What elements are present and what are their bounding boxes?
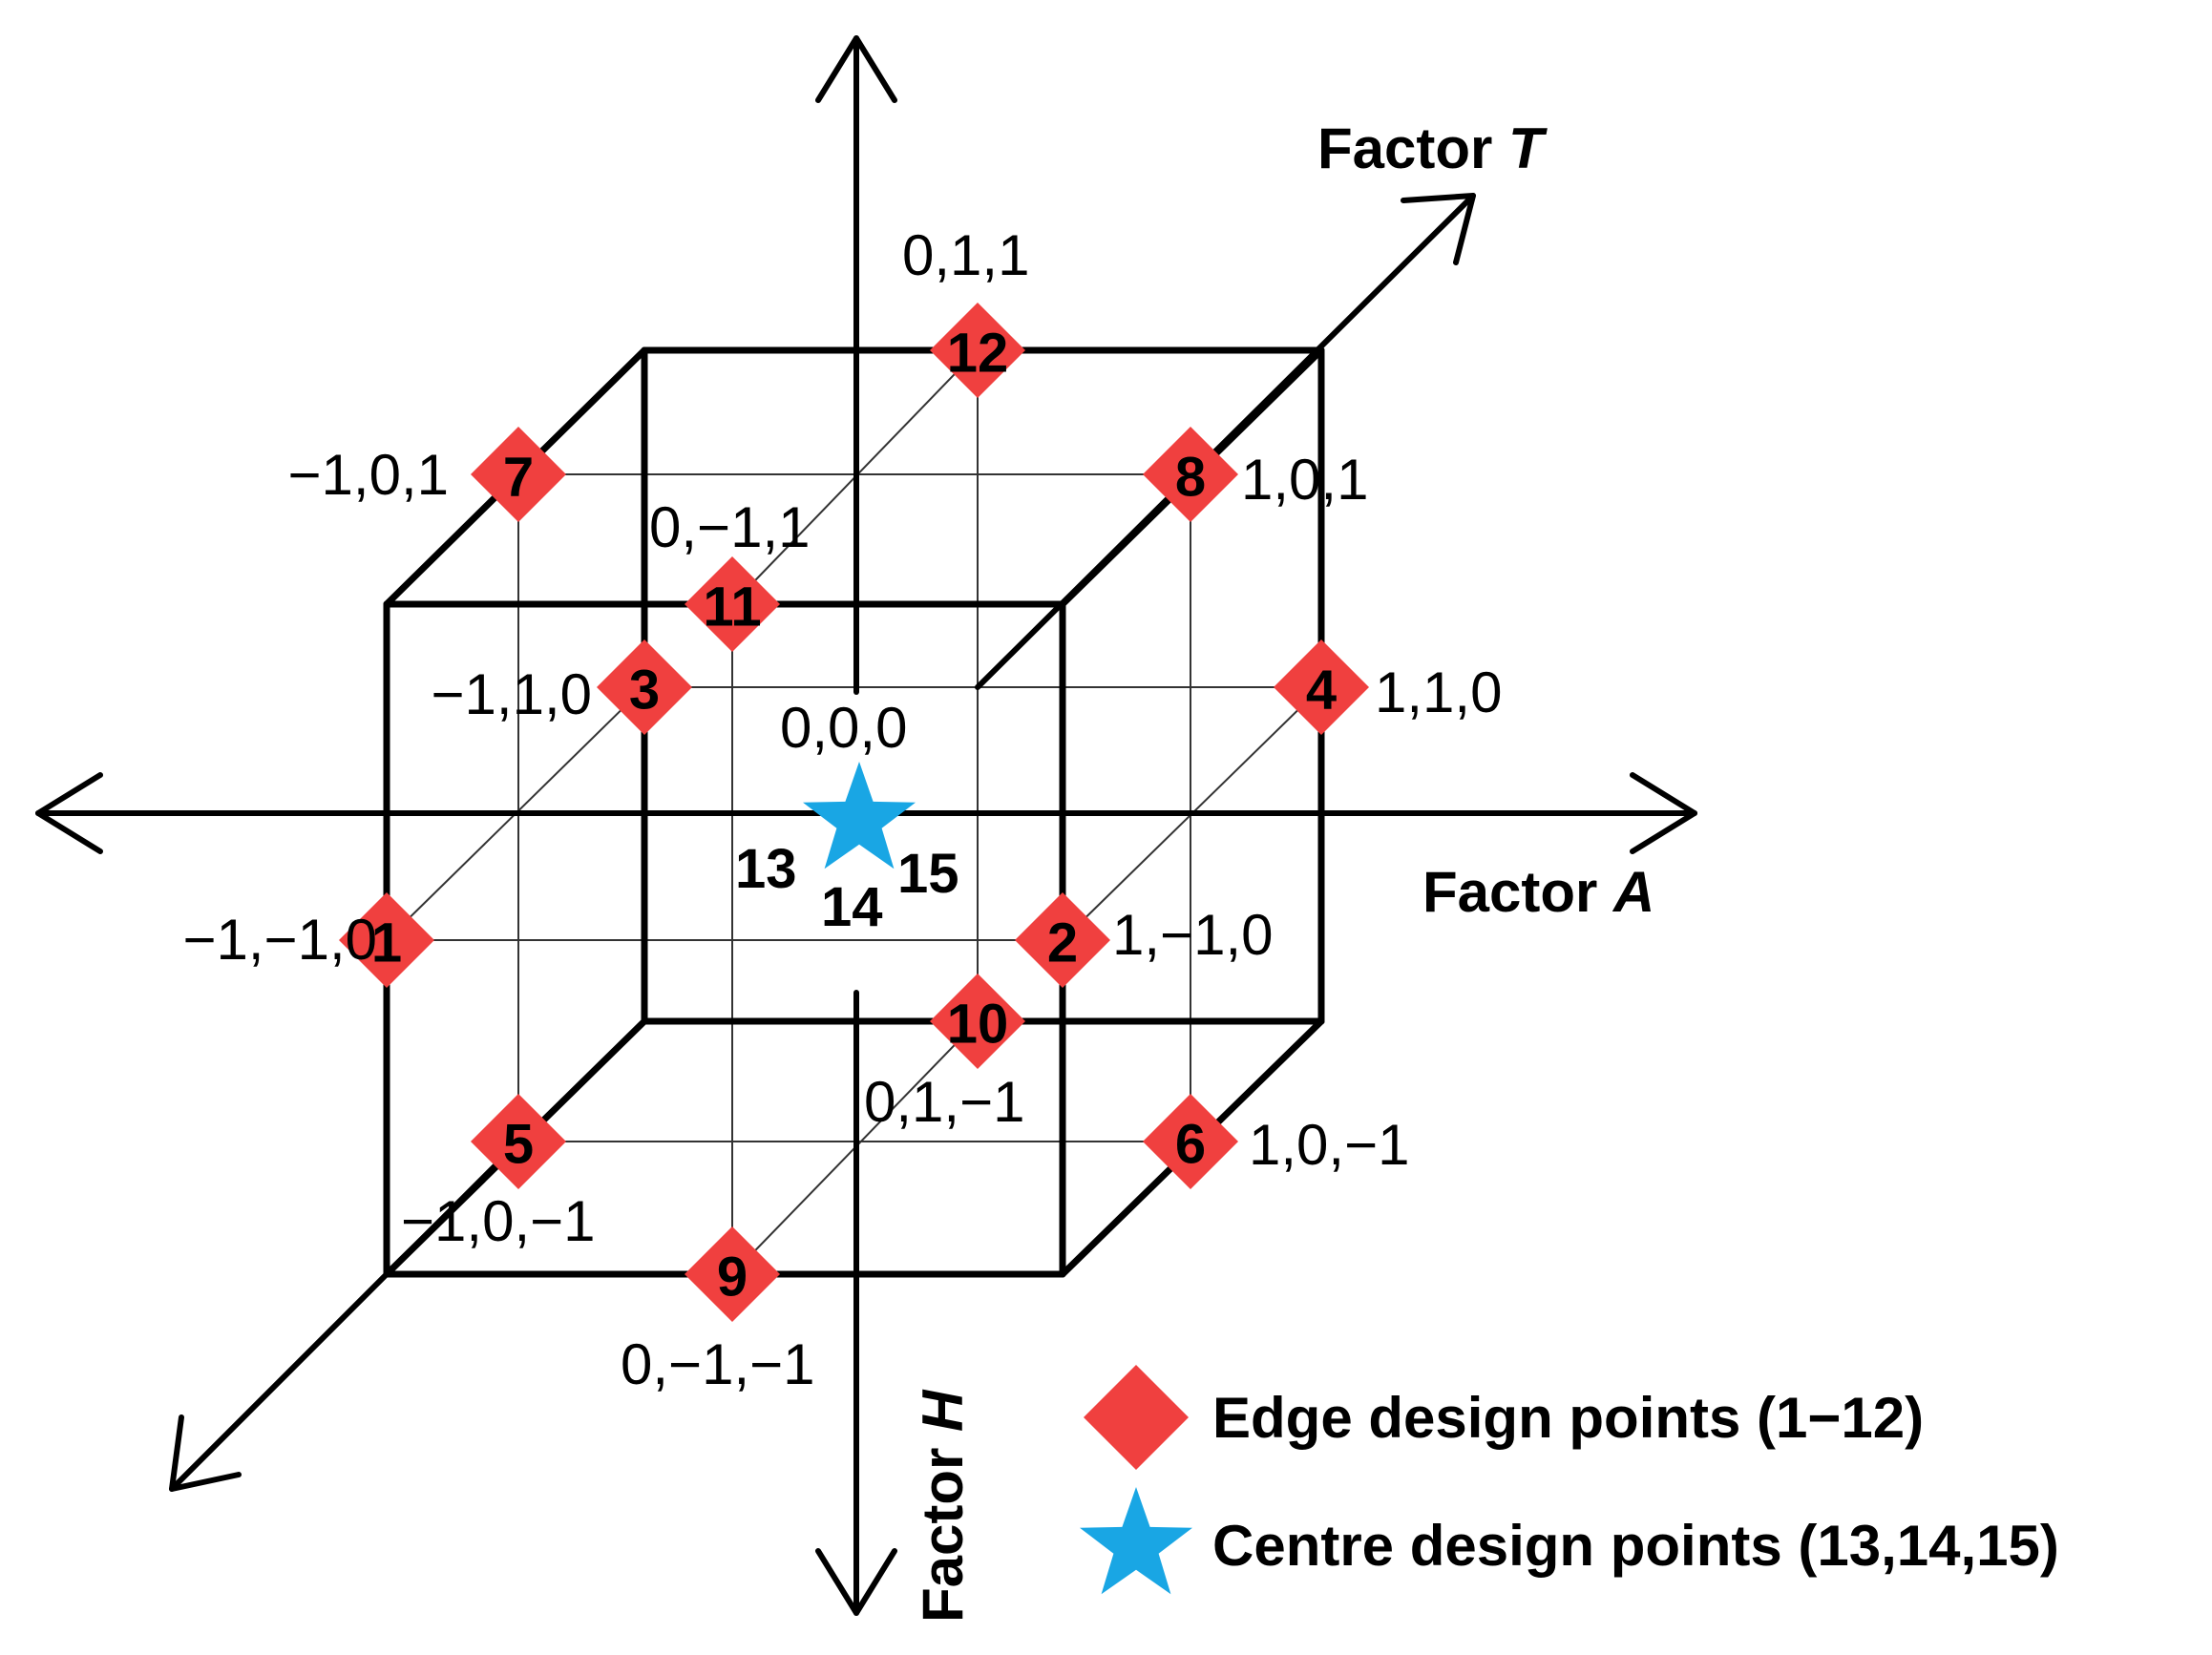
- diamond-marker-icon: [685, 556, 780, 652]
- edge-point-coord-label: −1,−1,0: [182, 908, 377, 972]
- diamond-marker-icon: [1143, 1094, 1238, 1189]
- edge-point-7: 7 −1,0,1: [288, 427, 566, 522]
- axis-label-h: Factor H: [911, 1389, 975, 1623]
- edge-point-number: 6: [1175, 1114, 1206, 1176]
- diamond-marker-icon: [339, 892, 434, 988]
- edge-point-3: 3 −1,1,0: [432, 639, 692, 735]
- centre-design-point: 0,0,0 13 14 15: [735, 696, 959, 938]
- edge-point-12: 12 0,1,1: [902, 223, 1029, 398]
- edge-point-coord-label: 0,1,−1: [864, 1070, 1025, 1134]
- edge-point-9: 9 0,−1,−1: [621, 1226, 815, 1396]
- edge-point-11: 11 0,−1,1: [649, 495, 811, 652]
- axis-label-a: Factor A: [1422, 860, 1654, 924]
- edge-point-coord-label: 0,−1,1: [649, 495, 811, 559]
- diamond-marker-icon: [1274, 639, 1369, 735]
- edge-point-5: 5 −1,0,−1: [401, 1094, 596, 1253]
- diamond-marker-icon: [1143, 427, 1238, 522]
- diamond-marker-icon: [930, 974, 1025, 1069]
- edge-point-number: 2: [1047, 912, 1078, 974]
- legend-centre-label: Centre design points (13,14,15): [1212, 1514, 2059, 1578]
- centre-point-num-13: 13: [735, 838, 797, 900]
- edge-point-coord-label: 0,1,1: [902, 223, 1029, 287]
- edge-point-coord-label: −1,0,−1: [401, 1189, 596, 1253]
- edge-point-8: 8 1,0,1: [1143, 427, 1368, 522]
- centre-legend-star-icon: [1080, 1487, 1192, 1595]
- centre-point-num-14: 14: [821, 876, 883, 938]
- edge-point-coord-label: 1,0,−1: [1249, 1113, 1410, 1177]
- axis-h: [815, 35, 897, 1616]
- edge-point-number: 3: [629, 660, 660, 722]
- centre-star-icon: [803, 762, 916, 869]
- diamond-marker-icon: [1015, 892, 1110, 988]
- edge-point-number: 4: [1306, 660, 1337, 722]
- edge-point-1: 1−1,−1,0: [182, 892, 434, 988]
- axis-label-t: Factor T: [1317, 116, 1548, 180]
- edge-point-number: 10: [947, 994, 1009, 1056]
- edge-point-number: 8: [1175, 447, 1206, 509]
- edge-point-4: 4 1,1,0: [1274, 639, 1502, 735]
- centre-coord-label: 0,0,0: [780, 696, 907, 760]
- centre-point-num-15: 15: [897, 843, 959, 905]
- edge-point-number: 9: [717, 1246, 748, 1309]
- edge-point-coord-label: −1,1,0: [432, 662, 593, 726]
- edge-point-coord-label: 1,−1,0: [1112, 903, 1274, 967]
- edge-point-2: 2 1,−1,0: [1015, 892, 1274, 988]
- edge-point-number: 1: [371, 912, 402, 974]
- edge-point-coord-label: 1,1,0: [1375, 660, 1502, 724]
- diamond-marker-icon: [930, 303, 1025, 398]
- edge-point-10: 10 0,1,−1: [864, 974, 1025, 1134]
- edge-point-number: 7: [503, 447, 534, 509]
- legend: Edge design points (1−12) Centre design …: [1080, 1365, 2059, 1595]
- edge-point-coord-label: 0,−1,−1: [621, 1332, 815, 1396]
- edge-point-coord-label: −1,0,1: [288, 443, 450, 507]
- edge-legend-diamond-icon: [1084, 1365, 1189, 1470]
- edge-point-coord-label: 1,0,1: [1241, 448, 1368, 512]
- edge-point-number: 11: [703, 576, 761, 639]
- axis-t: [169, 193, 1476, 1492]
- thin-grid-lines: [386, 349, 1322, 1275]
- edge-design-points: 1−1,−1,0 2 1,−1,0 3 −1,1,0 4 1,1,0 5 −1,0,−1 6 1,0…: [182, 223, 1502, 1396]
- legend-edge-label: Edge design points (1−12): [1212, 1386, 1924, 1450]
- edge-point-number: 12: [947, 323, 1009, 385]
- diamond-marker-icon: [471, 427, 566, 522]
- diamond-marker-icon: [471, 1094, 566, 1189]
- edge-point-6: 6 1,0,−1: [1143, 1094, 1410, 1189]
- diamond-marker-icon: [597, 639, 692, 735]
- diamond-marker-icon: [685, 1226, 780, 1322]
- edge-point-number: 5: [503, 1114, 534, 1176]
